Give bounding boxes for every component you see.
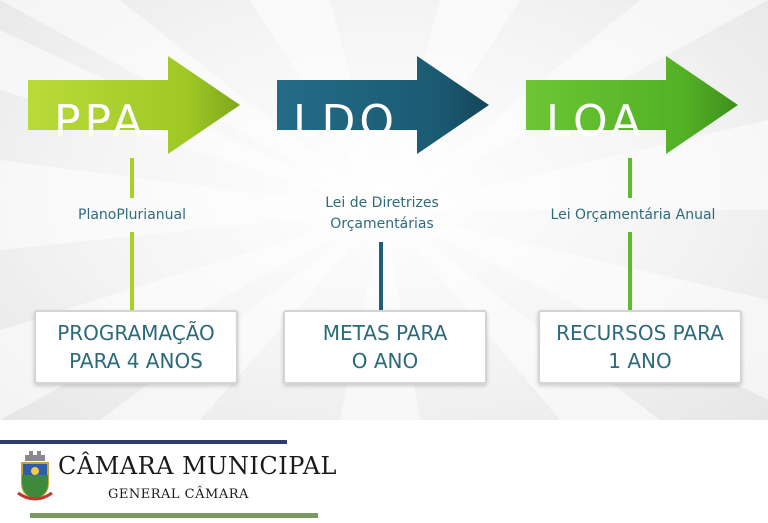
coat-of-arms-icon bbox=[17, 451, 53, 501]
loa-acronym: LOA bbox=[546, 96, 645, 147]
footer-top-rule bbox=[0, 440, 287, 444]
diagram-canvas: PPA PlanoPlurianual PROGRAMAÇÃO PARA 4 A… bbox=[0, 0, 768, 420]
loa-name: Lei Orçamentária Anual bbox=[550, 207, 716, 223]
ldo-name: Lei de Diretrizes bbox=[325, 195, 439, 211]
stage-ldo: LDO Lei de Diretrizes Orçamentárias META… bbox=[259, 0, 509, 420]
ppa-box-line2: PARA 4 ANOS bbox=[69, 349, 203, 373]
ppa-acronym: PPA bbox=[54, 96, 147, 147]
ppa-stem-top bbox=[130, 158, 134, 198]
loa-stem-bottom bbox=[628, 232, 632, 312]
ppa-name: PlanoPlurianual bbox=[78, 207, 186, 223]
ldo-acronym: LDO bbox=[293, 96, 399, 147]
ppa-stem-bottom bbox=[130, 232, 134, 312]
ldo-stem bbox=[379, 242, 383, 312]
ldo-box: METAS PARA O ANO bbox=[283, 310, 487, 384]
ldo-arrow-shape bbox=[277, 56, 489, 154]
footer-bottom-rule bbox=[30, 513, 318, 518]
loa-box: RECURSOS PARA 1 ANO bbox=[538, 310, 742, 384]
stage-loa: LOA Lei Orçamentária Anual RECURSOS PARA… bbox=[508, 0, 758, 420]
loa-box-line2: 1 ANO bbox=[608, 349, 672, 373]
institution-name: CÂMARA MUNICIPAL bbox=[58, 452, 337, 480]
ldo-box-line1: METAS PARA bbox=[322, 321, 448, 345]
ppa-box: PROGRAMAÇÃO PARA 4 ANOS bbox=[34, 310, 238, 384]
ldo-box-line2: O ANO bbox=[351, 349, 419, 373]
institution-city: GENERAL CÂMARA bbox=[108, 487, 249, 502]
ppa-box-line1: PROGRAMAÇÃO bbox=[57, 321, 215, 345]
ldo-name-line2: Orçamentárias bbox=[330, 216, 434, 232]
loa-arrow-shape bbox=[526, 56, 738, 154]
stage-ppa: PPA PlanoPlurianual PROGRAMAÇÃO PARA 4 A… bbox=[10, 0, 260, 420]
ppa-arrow-shape bbox=[28, 56, 240, 154]
loa-box-line1: RECURSOS PARA bbox=[556, 321, 724, 345]
loa-stem-top bbox=[628, 158, 632, 198]
